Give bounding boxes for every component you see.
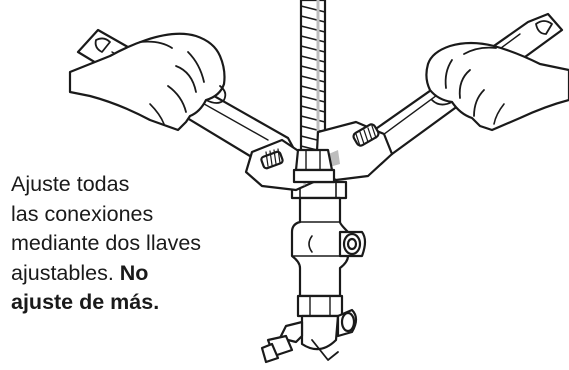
right-hand-icon	[425, 41, 569, 132]
caption-text: ajustables.	[11, 260, 114, 285]
caption-line: Ajuste todas	[11, 172, 130, 196]
caption-warning: ajuste de más.	[11, 290, 160, 314]
left-hand-icon	[68, 32, 227, 132]
instruction-caption: Ajuste todas las conexiones mediante dos…	[11, 170, 273, 318]
caption-line: ajustables. No	[11, 259, 273, 289]
shutoff-valve-icon	[260, 180, 367, 364]
caption-line: ajuste de más.	[11, 288, 273, 318]
caption-line: las conexiones	[11, 201, 154, 226]
worm-gear-icon	[352, 123, 380, 147]
caption-line: mediante dos llaves	[11, 231, 202, 255]
caption-warning: No	[119, 260, 149, 285]
compression-nut-icon	[292, 148, 336, 184]
worm-gear-icon	[260, 148, 284, 170]
braided-supply-hose-icon	[299, 0, 327, 162]
